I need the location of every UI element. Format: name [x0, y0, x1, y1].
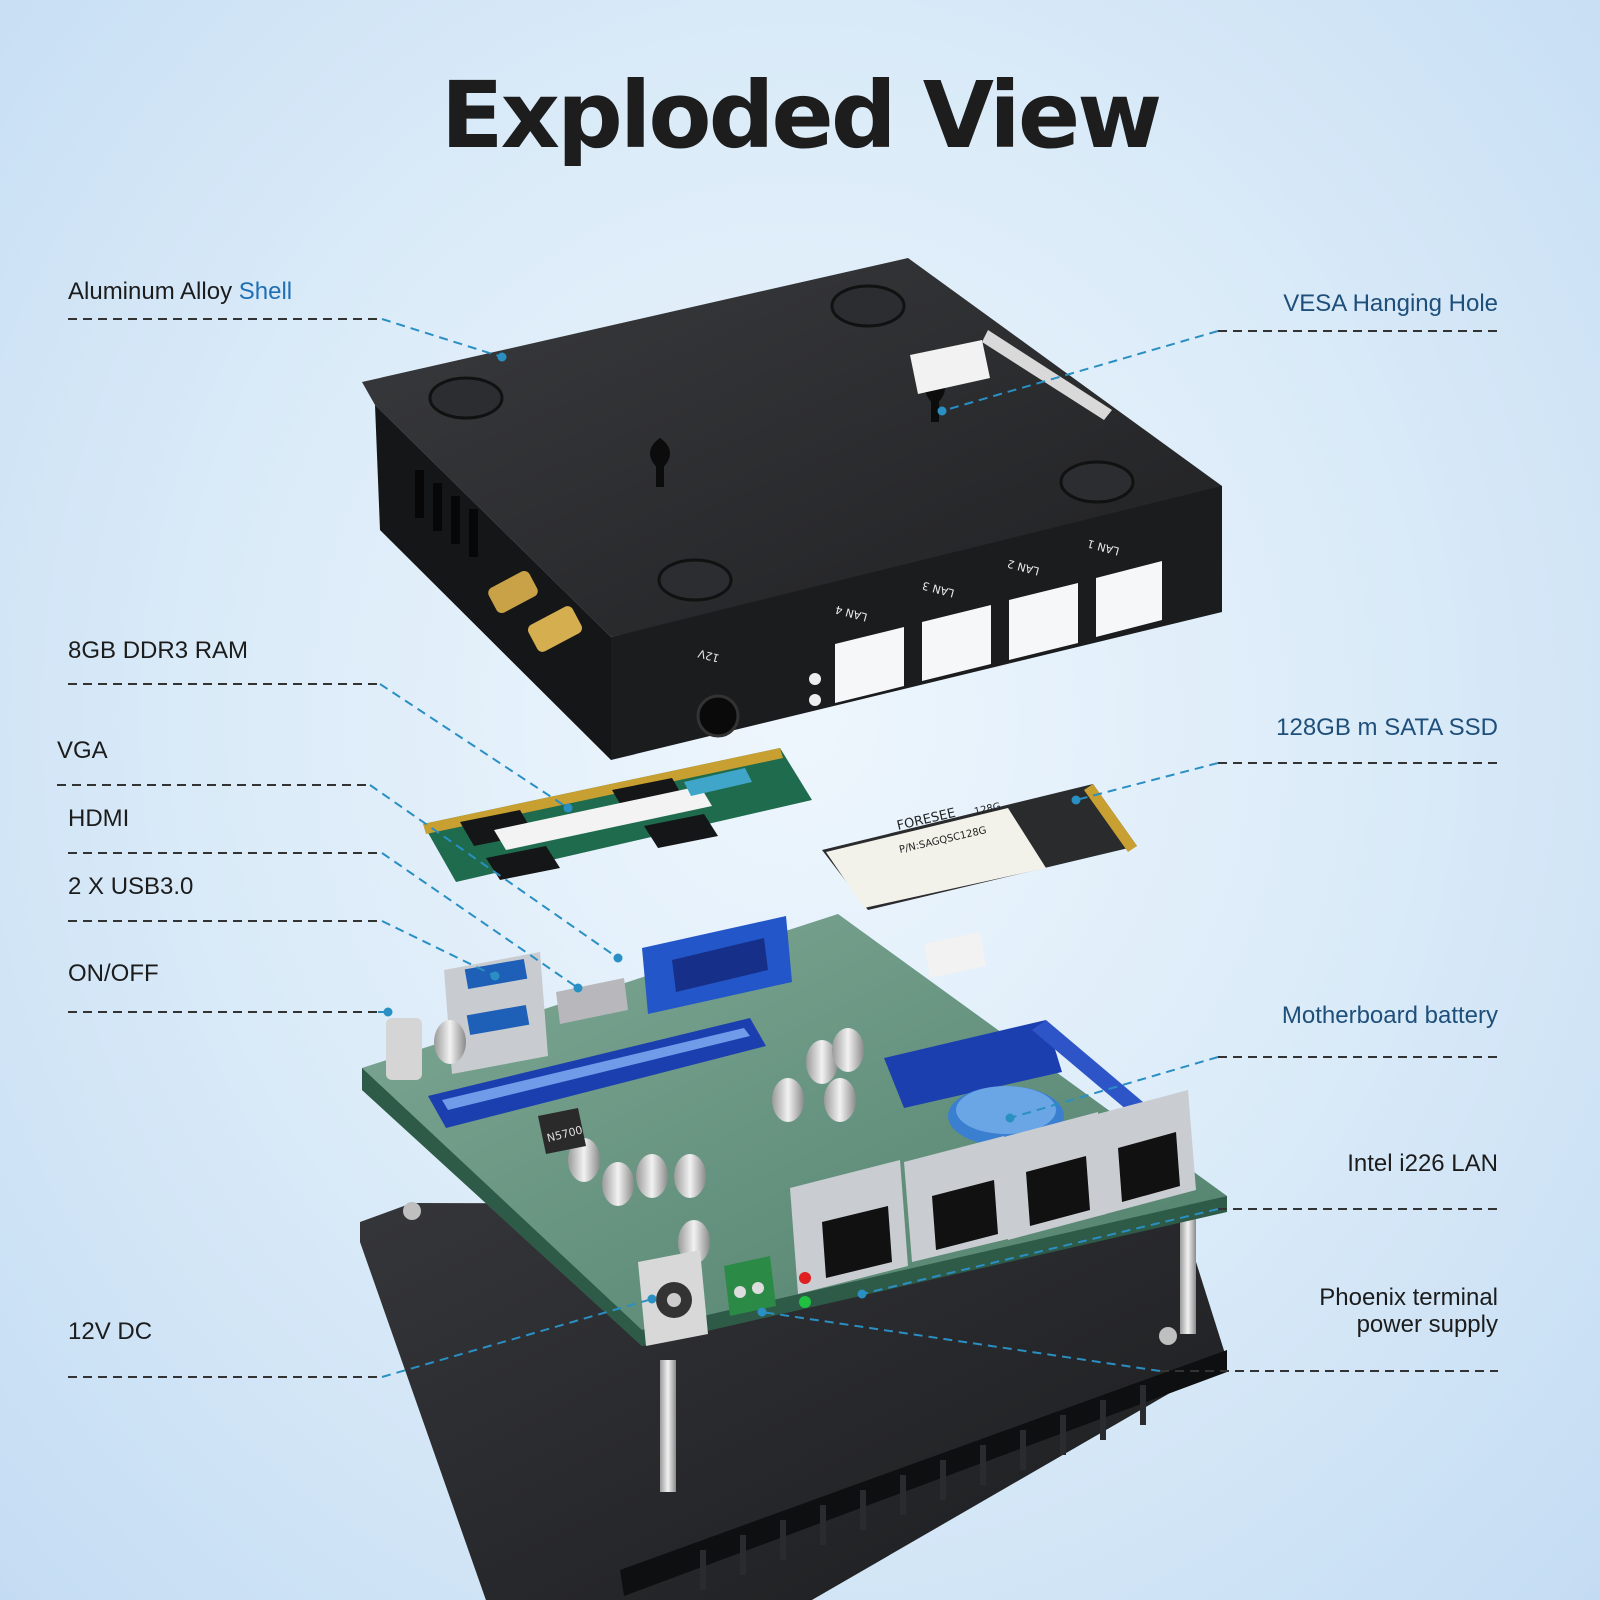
label-ram: 8GB DDR3 RAM — [68, 637, 249, 664]
label-intel-lan: Intel i226 LAN — [1347, 1150, 1498, 1177]
label-vga: VGA — [57, 737, 108, 764]
page-title: Exploded View — [440, 62, 1162, 169]
label-hdmi: HDMI — [68, 805, 130, 832]
label-12v-dc: 12V DC — [68, 1318, 153, 1345]
rj45-ports-icon — [790, 1090, 1196, 1294]
label-motherboard-battery: Motherboard battery — [1281, 1002, 1498, 1029]
chassis-port-label: 12V — [696, 646, 721, 664]
ram-module — [423, 748, 812, 882]
label-vesa-hanging-hole: VESA Hanging Hole — [1283, 290, 1498, 317]
label-ssd: 128GB m SATA SSD — [1276, 714, 1498, 741]
label-on-off: ON/OFF — [68, 960, 159, 987]
heatsink-base-plate — [360, 1202, 1227, 1600]
aluminum-shell: LAN 1 LAN 2 LAN 3 LAN 4 12V — [362, 258, 1222, 760]
dc-jack-icon — [638, 1250, 708, 1346]
antenna-connector-icon — [488, 570, 583, 652]
motherboard: N5700 — [362, 914, 1227, 1346]
vga-connector-icon — [642, 916, 792, 1014]
label-aluminum-alloy-shell: Aluminum Alloy Shell — [68, 278, 293, 305]
callout-dots — [383, 352, 1081, 1317]
label-usb: 2 X USB3.0 — [68, 873, 194, 900]
callout-lines — [57, 318, 1498, 1378]
msata-ssd: FORESEE P/N:SAGQSC128G 128G — [822, 784, 1137, 910]
power-switch-icon — [386, 1018, 422, 1080]
phoenix-terminal-icon — [724, 1256, 776, 1316]
